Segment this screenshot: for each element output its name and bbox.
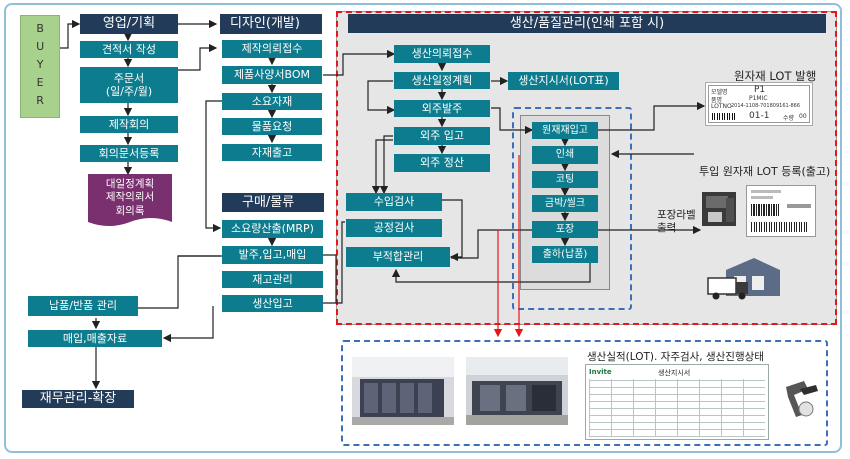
lot-row-label-3: LOTNO — [711, 103, 732, 110]
qc-nonconformance: 부적합관리 — [346, 247, 450, 267]
process-foil: 금박/씰크 — [532, 195, 598, 212]
label-printer-icon — [702, 192, 736, 226]
design-item-material: 소요자재 — [222, 93, 322, 110]
report-grid — [589, 379, 765, 437]
sales-item-quote: 견적서 작성 — [80, 41, 178, 58]
process-coating: 코팅 — [532, 171, 598, 188]
report-brand: Invite — [589, 368, 612, 376]
outer-frame — [4, 3, 842, 453]
buyer-label: BUYER — [33, 21, 47, 112]
sales-item-order: 주문서 (일/주/월) — [80, 67, 178, 103]
production-flow-outsource-settle: 외주 정산 — [394, 154, 490, 172]
press-photo-1 — [352, 357, 454, 425]
purchase-item-stock: 재고관리 — [222, 271, 323, 288]
delivery-item-ledger: 매입,매출자료 — [28, 330, 162, 347]
sales-item-meeting: 제작회의 — [80, 116, 178, 133]
lot-row-value-4: 01-1 — [749, 111, 770, 121]
lot-qty-value: 00 — [799, 113, 807, 120]
output-dashed-group — [341, 340, 828, 446]
process-shipment: 출하(납품) — [532, 246, 598, 263]
process-packaging: 포장 — [532, 221, 598, 238]
production-flow-schedule: 생산일정계획 — [394, 72, 490, 89]
barcode-scanner-icon — [786, 381, 818, 417]
lot-qty-label: 수량 — [783, 115, 795, 122]
purchase-item-order: 발주,입고,매입 — [222, 246, 323, 264]
design-item-request: 제작의뢰접수 — [222, 40, 322, 58]
purchase-item-production-input: 생산입고 — [222, 295, 323, 312]
lot-issue-label: 원자재 LOT 발행 — [734, 69, 817, 83]
shipping-label-card — [746, 185, 816, 237]
production-header: 생산/품질관리(인쇄 포함 시) — [348, 14, 826, 33]
lot-register-label: 투입 원자재 LOT 등록(출고) — [699, 165, 831, 178]
purchase-header: 구매/물류 — [222, 193, 324, 212]
process-dashed-group — [512, 107, 632, 310]
lot-row-label-1: 모델명 — [711, 89, 728, 96]
production-flow-outsource-order: 외주발주 — [394, 100, 490, 117]
report-document: Invite 생산지시서 — [585, 364, 769, 440]
sales-item-meeting-doc: 회의문서등록 — [80, 145, 178, 162]
sales-document-shape — [88, 174, 172, 226]
buyer-box: BUYER — [20, 15, 60, 118]
production-scope-border — [336, 11, 837, 325]
purchase-item-mrp: 소요량산출(MRP) — [222, 220, 323, 238]
package-label-text: 포장라벨 출력 — [657, 209, 696, 235]
lot-barcode — [712, 113, 736, 120]
production-flow-outsource-in: 외주 입고 — [394, 127, 490, 145]
work-order-box: 생산지시서(LOT표) — [508, 72, 619, 90]
sales-document-text: 대일정계획 제작의뢰서 회의록 — [105, 178, 155, 217]
warehouse-truck-icon — [707, 258, 780, 300]
design-item-bom: 제품사양서BOM — [222, 66, 322, 84]
sales-header: 영업/기획 — [80, 14, 178, 34]
delivery-item-return: 납품/반품 관리 — [28, 296, 138, 316]
design-item-issue: 자재출고 — [222, 144, 322, 161]
process-print: 인쇄 — [532, 146, 598, 164]
report-title: 생산지시서 — [658, 369, 691, 377]
lot-row-value-1: P1 — [754, 85, 766, 95]
lot-row-label-2: 품명 — [711, 97, 723, 104]
lot-row-value-3: 2014-1108-701809161-866 — [731, 103, 801, 109]
lot-label-card: 모델명 P1 품명 P1MIC LOTNO 2014-1108-70180916… — [705, 82, 813, 126]
production-flow-request: 생산의뢰접수 — [394, 45, 490, 63]
design-header: 디자인(개발) — [220, 14, 322, 34]
qc-incoming-inspection: 수입검사 — [346, 193, 442, 211]
design-item-request-goods: 물품요청 — [222, 118, 322, 135]
lot-row-value-2: P1MIC — [749, 95, 768, 102]
finance-box: 재무관리-확장 — [22, 390, 134, 408]
result-label: 생산실적(LOT). 자주검사, 생산진행상태 — [587, 351, 764, 363]
press-photo-2 — [466, 357, 568, 425]
qc-process-inspection: 공정검사 — [346, 219, 442, 237]
process-material-entry: 원재재입고 — [532, 122, 598, 139]
